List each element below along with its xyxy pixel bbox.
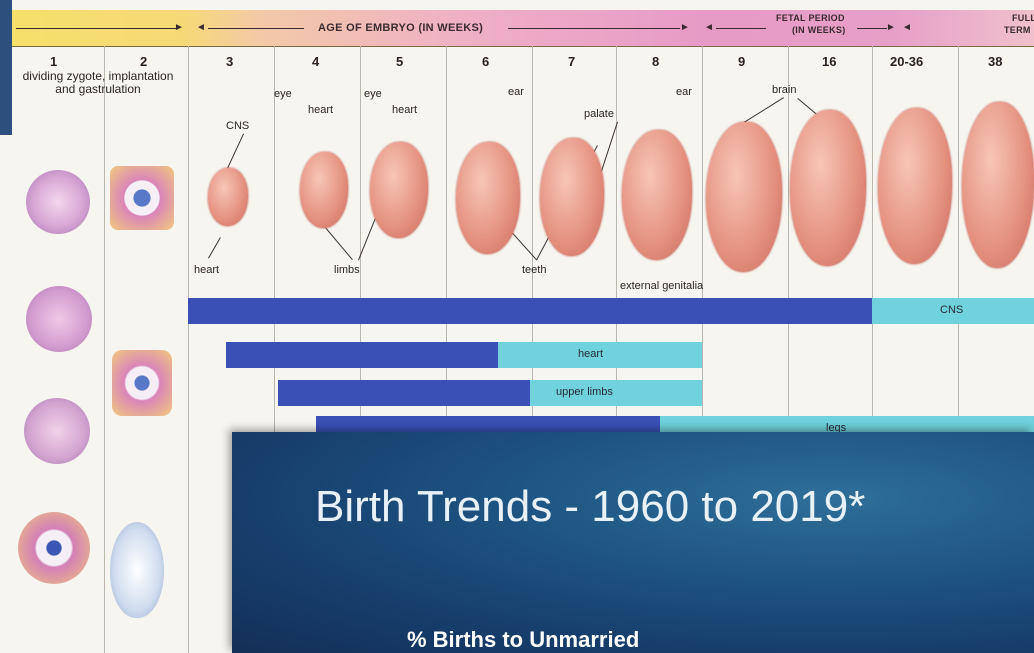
- week-16: 16: [822, 54, 836, 69]
- blastocyst-cell: [112, 350, 172, 416]
- zygote-cell: [26, 170, 90, 234]
- embryo-week3: [208, 168, 248, 226]
- heart-label-week4: heart: [308, 104, 333, 117]
- embryo-week4: [300, 152, 348, 228]
- left-edge-strip: [0, 0, 12, 135]
- banner-line: [208, 28, 304, 29]
- embryo-week8: [622, 130, 692, 260]
- ear-label-week8: ear: [676, 86, 692, 99]
- week-9: 9: [738, 54, 745, 69]
- week-8: 8: [652, 54, 659, 69]
- embryo-week9: [706, 122, 782, 272]
- age-banner: ► ◄ AGE OF EMBRYO (IN WEEKS) ► ◄ FETAL P…: [12, 10, 1034, 47]
- banner-line: [16, 28, 176, 29]
- palate-label: palate: [584, 108, 614, 121]
- banner-line: [857, 28, 887, 29]
- teeth-label: teeth: [522, 264, 546, 277]
- eye-label-week4: eye: [274, 88, 292, 101]
- grid-divider: [188, 46, 189, 653]
- heart-bar-dark: [226, 342, 498, 368]
- arrow-left-icon: ◄: [902, 22, 912, 33]
- limbs-label: limbs: [334, 264, 360, 277]
- brain-label: brain: [772, 84, 796, 97]
- grid-divider: [104, 46, 105, 653]
- fetal-period-label: FETAL PERIOD: [776, 13, 845, 23]
- banner-line: [508, 28, 680, 29]
- heart-bar-label: heart: [578, 348, 603, 360]
- term-label: TERM: [1004, 25, 1031, 35]
- pointer-line: [208, 237, 221, 258]
- week-4: 4: [312, 54, 319, 69]
- banner-line: [716, 28, 766, 29]
- arrow-right-icon: ►: [680, 22, 690, 33]
- presentation-slide: Birth Trends - 1960 to 2019* % Births to…: [232, 432, 1034, 653]
- gastrula-cell: [24, 398, 90, 464]
- heart-label-week5: heart: [392, 104, 417, 117]
- age-of-embryo-label: AGE OF EMBRYO (IN WEEKS): [318, 22, 483, 34]
- week-1: 1: [50, 54, 57, 69]
- heart-bottom-label: heart: [194, 264, 219, 277]
- embryo-week20-36: [878, 108, 952, 264]
- arrow-left-icon: ◄: [196, 22, 206, 33]
- embryonic-disc-cell: [18, 512, 90, 584]
- slide-subtitle: % Births to Unmarried: [407, 627, 639, 653]
- week-7: 7: [568, 54, 575, 69]
- cns-bar-dark: [188, 298, 872, 324]
- embryo-week7: [540, 138, 604, 256]
- arrow-left-icon: ◄: [704, 22, 714, 33]
- pointer-line: [226, 134, 244, 171]
- week-3: 3: [226, 54, 233, 69]
- slide-title: Birth Trends - 1960 to 2019*: [315, 482, 865, 532]
- embryo-week6: [456, 142, 520, 254]
- early-stage-label: dividing zygote, implantation and gastru…: [14, 70, 182, 96]
- embryo-week38: [962, 102, 1034, 268]
- implantation-cell: [110, 166, 174, 230]
- week-38: 38: [988, 54, 1002, 69]
- cns-bar-label: CNS: [940, 304, 963, 316]
- arrow-right-icon: ►: [174, 22, 184, 33]
- embryo-week5: [370, 142, 428, 238]
- full-term-label: FULL: [1012, 13, 1034, 23]
- week-20-36: 20-36: [890, 54, 923, 69]
- fetal-weeks-label: (IN WEEKS): [792, 25, 846, 35]
- ear-label-week6: ear: [508, 86, 524, 99]
- week-5: 5: [396, 54, 403, 69]
- chorionic-sac: [110, 522, 164, 618]
- week-2: 2: [140, 54, 147, 69]
- arrow-right-icon: ►: [886, 22, 896, 33]
- pointer-line: [741, 97, 784, 124]
- eye-label-week5: eye: [364, 88, 382, 101]
- morula-cell: [26, 286, 92, 352]
- upper-limbs-bar-label: upper limbs: [556, 386, 613, 398]
- external-genitalia-label: external genitalia: [620, 280, 703, 293]
- cns-label: CNS: [226, 120, 249, 133]
- week-6: 6: [482, 54, 489, 69]
- upper-limbs-bar-dark: [278, 380, 530, 406]
- embryo-week16: [790, 110, 866, 266]
